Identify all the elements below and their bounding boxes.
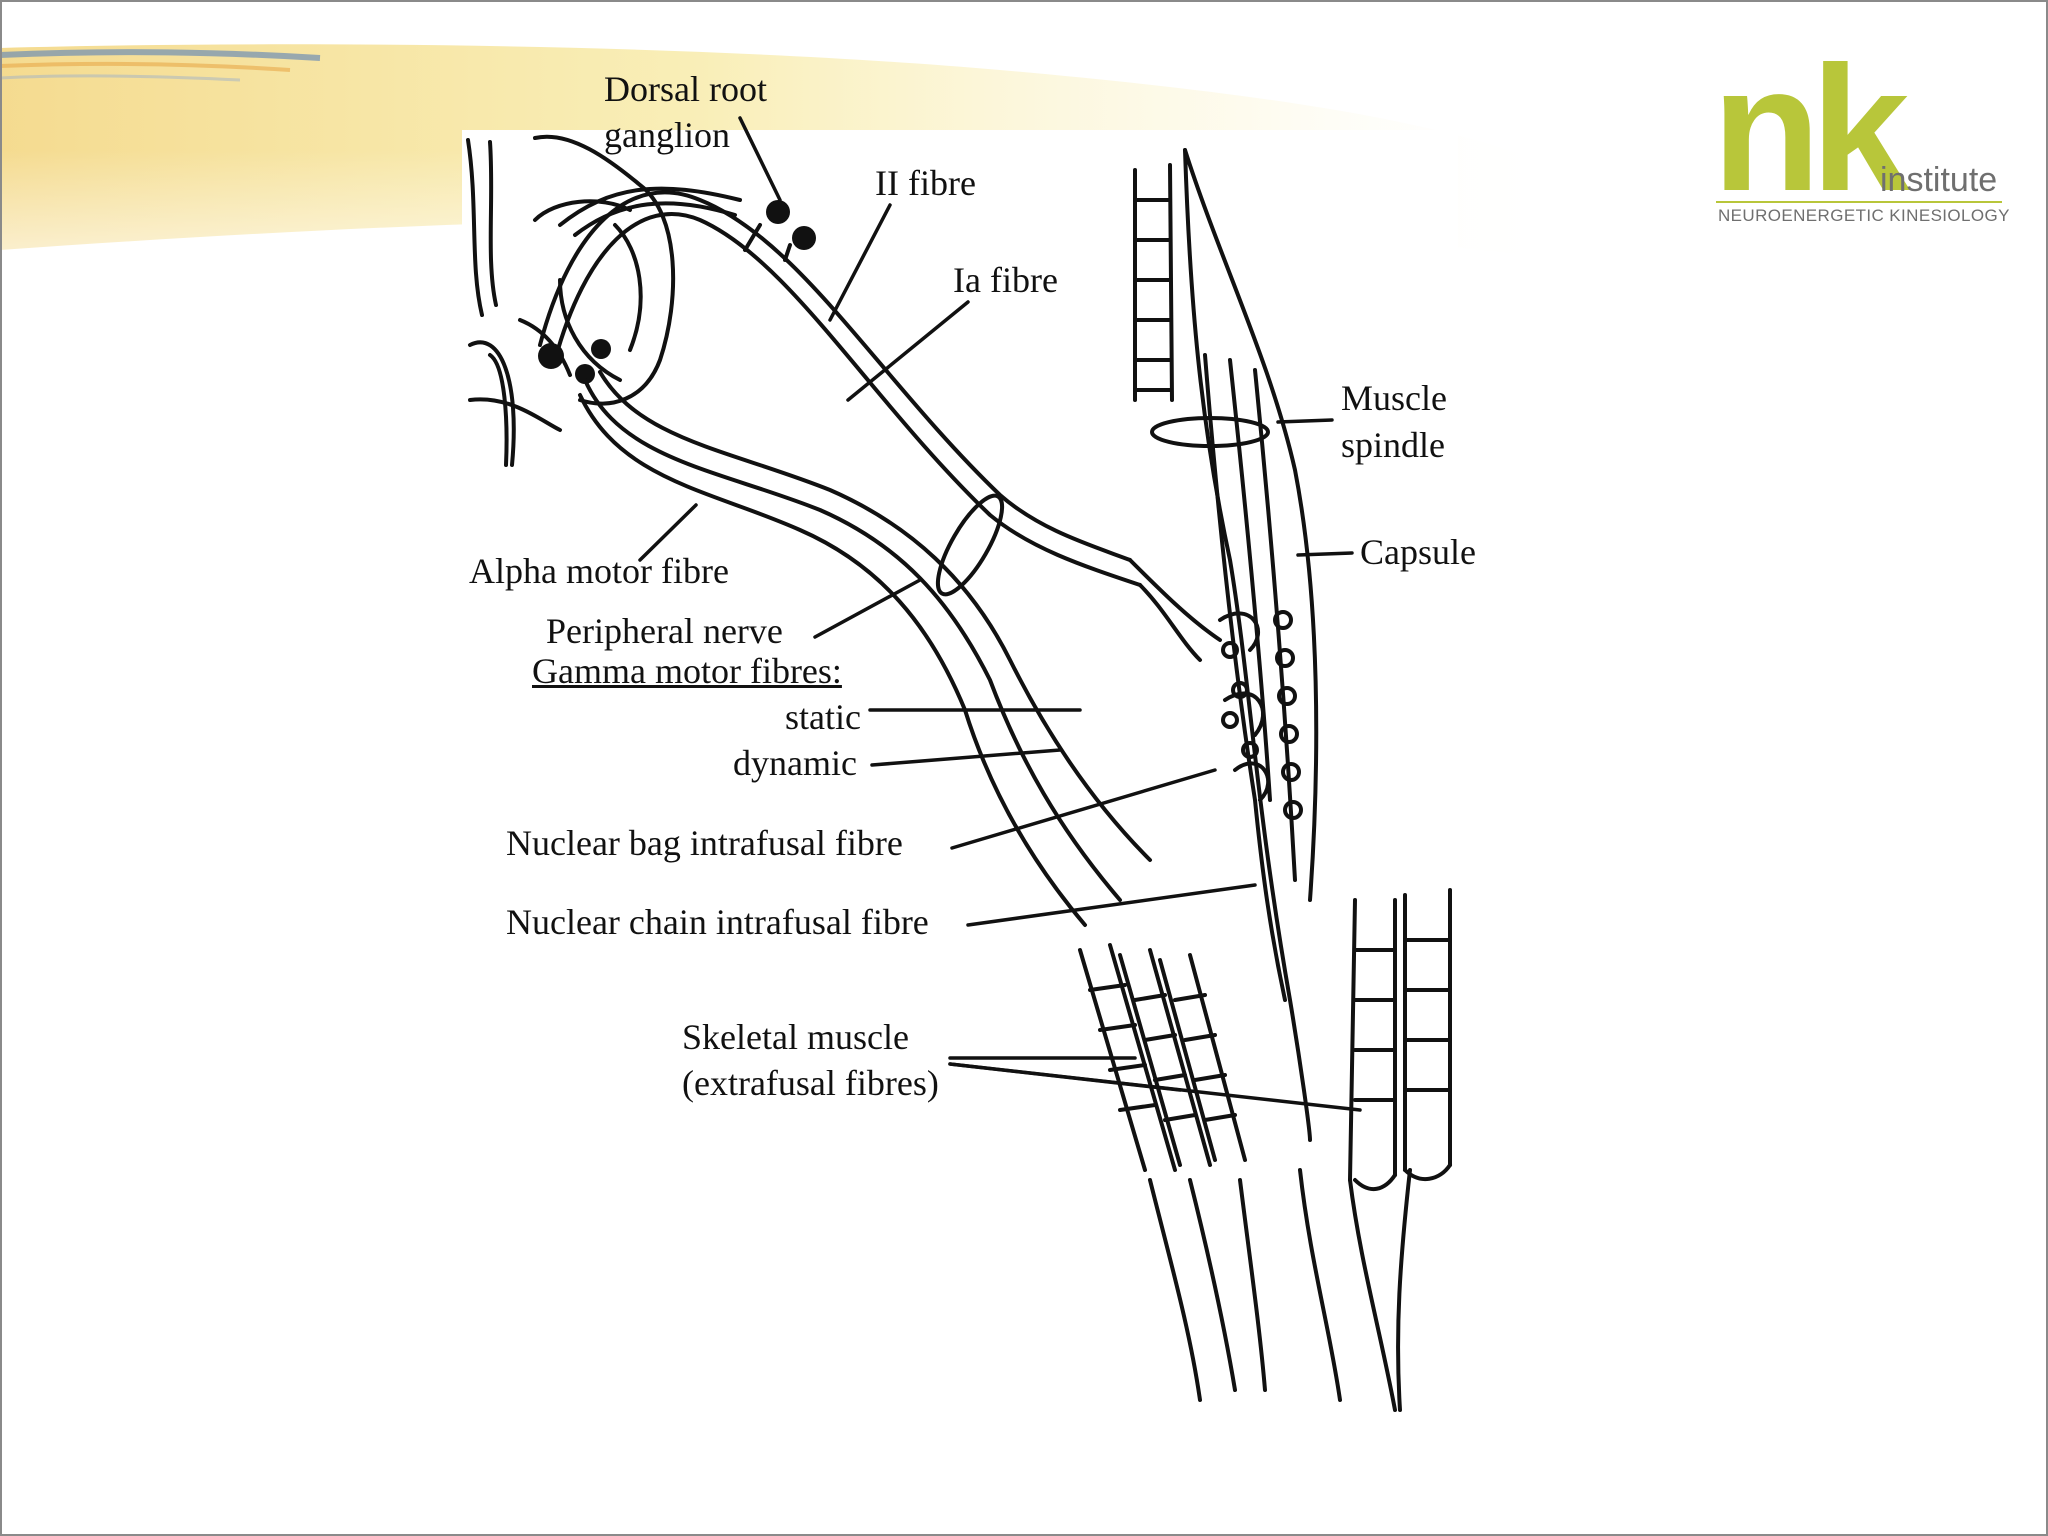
logo-rule	[1716, 201, 2002, 203]
afferent-fibres	[538, 186, 1222, 662]
logo-suffix: institute	[1880, 161, 1998, 199]
label-nuclear-bag: Nuclear bag intrafusal fibre	[506, 823, 903, 863]
label-gamma-heading: Gamma motor fibres:	[532, 651, 842, 691]
label-nuclear-chain: Nuclear chain intrafusal fibre	[506, 902, 929, 942]
leader-lines	[638, 116, 1362, 1112]
label-muscle: Muscle	[1341, 378, 1447, 418]
label-skeletal-muscle: Skeletal muscle	[682, 1017, 909, 1057]
ganglion-cells	[538, 200, 816, 384]
label-ia-fibre: Ia fibre	[953, 260, 1058, 300]
label-dynamic: dynamic	[733, 743, 857, 783]
label-alpha-motor: Alpha motor fibre	[469, 551, 729, 591]
label-peripheral-nerve: Peripheral nerve	[546, 611, 783, 651]
motor-fibres	[578, 370, 1152, 927]
label-ii-fibre: II fibre	[875, 163, 976, 203]
label-extrafusal: (extrafusal fibres)	[682, 1063, 939, 1103]
logo-wordmark: nk	[1712, 29, 1910, 228]
extrafusal-bundles	[1078, 888, 1452, 1191]
muscle-spindle	[1183, 148, 1319, 1142]
label-capsule: Capsule	[1360, 532, 1476, 572]
label-spindle: spindle	[1341, 425, 1445, 465]
upper-extrafusal	[1133, 163, 1174, 402]
label-ganglion: ganglion	[604, 115, 730, 155]
label-static: static	[785, 697, 861, 737]
logo-tagline: NEUROENERGETIC KINESIOLOGY	[1718, 206, 2010, 225]
label-dorsal-root: Dorsal root	[604, 69, 767, 109]
tendon	[1148, 1168, 1412, 1412]
